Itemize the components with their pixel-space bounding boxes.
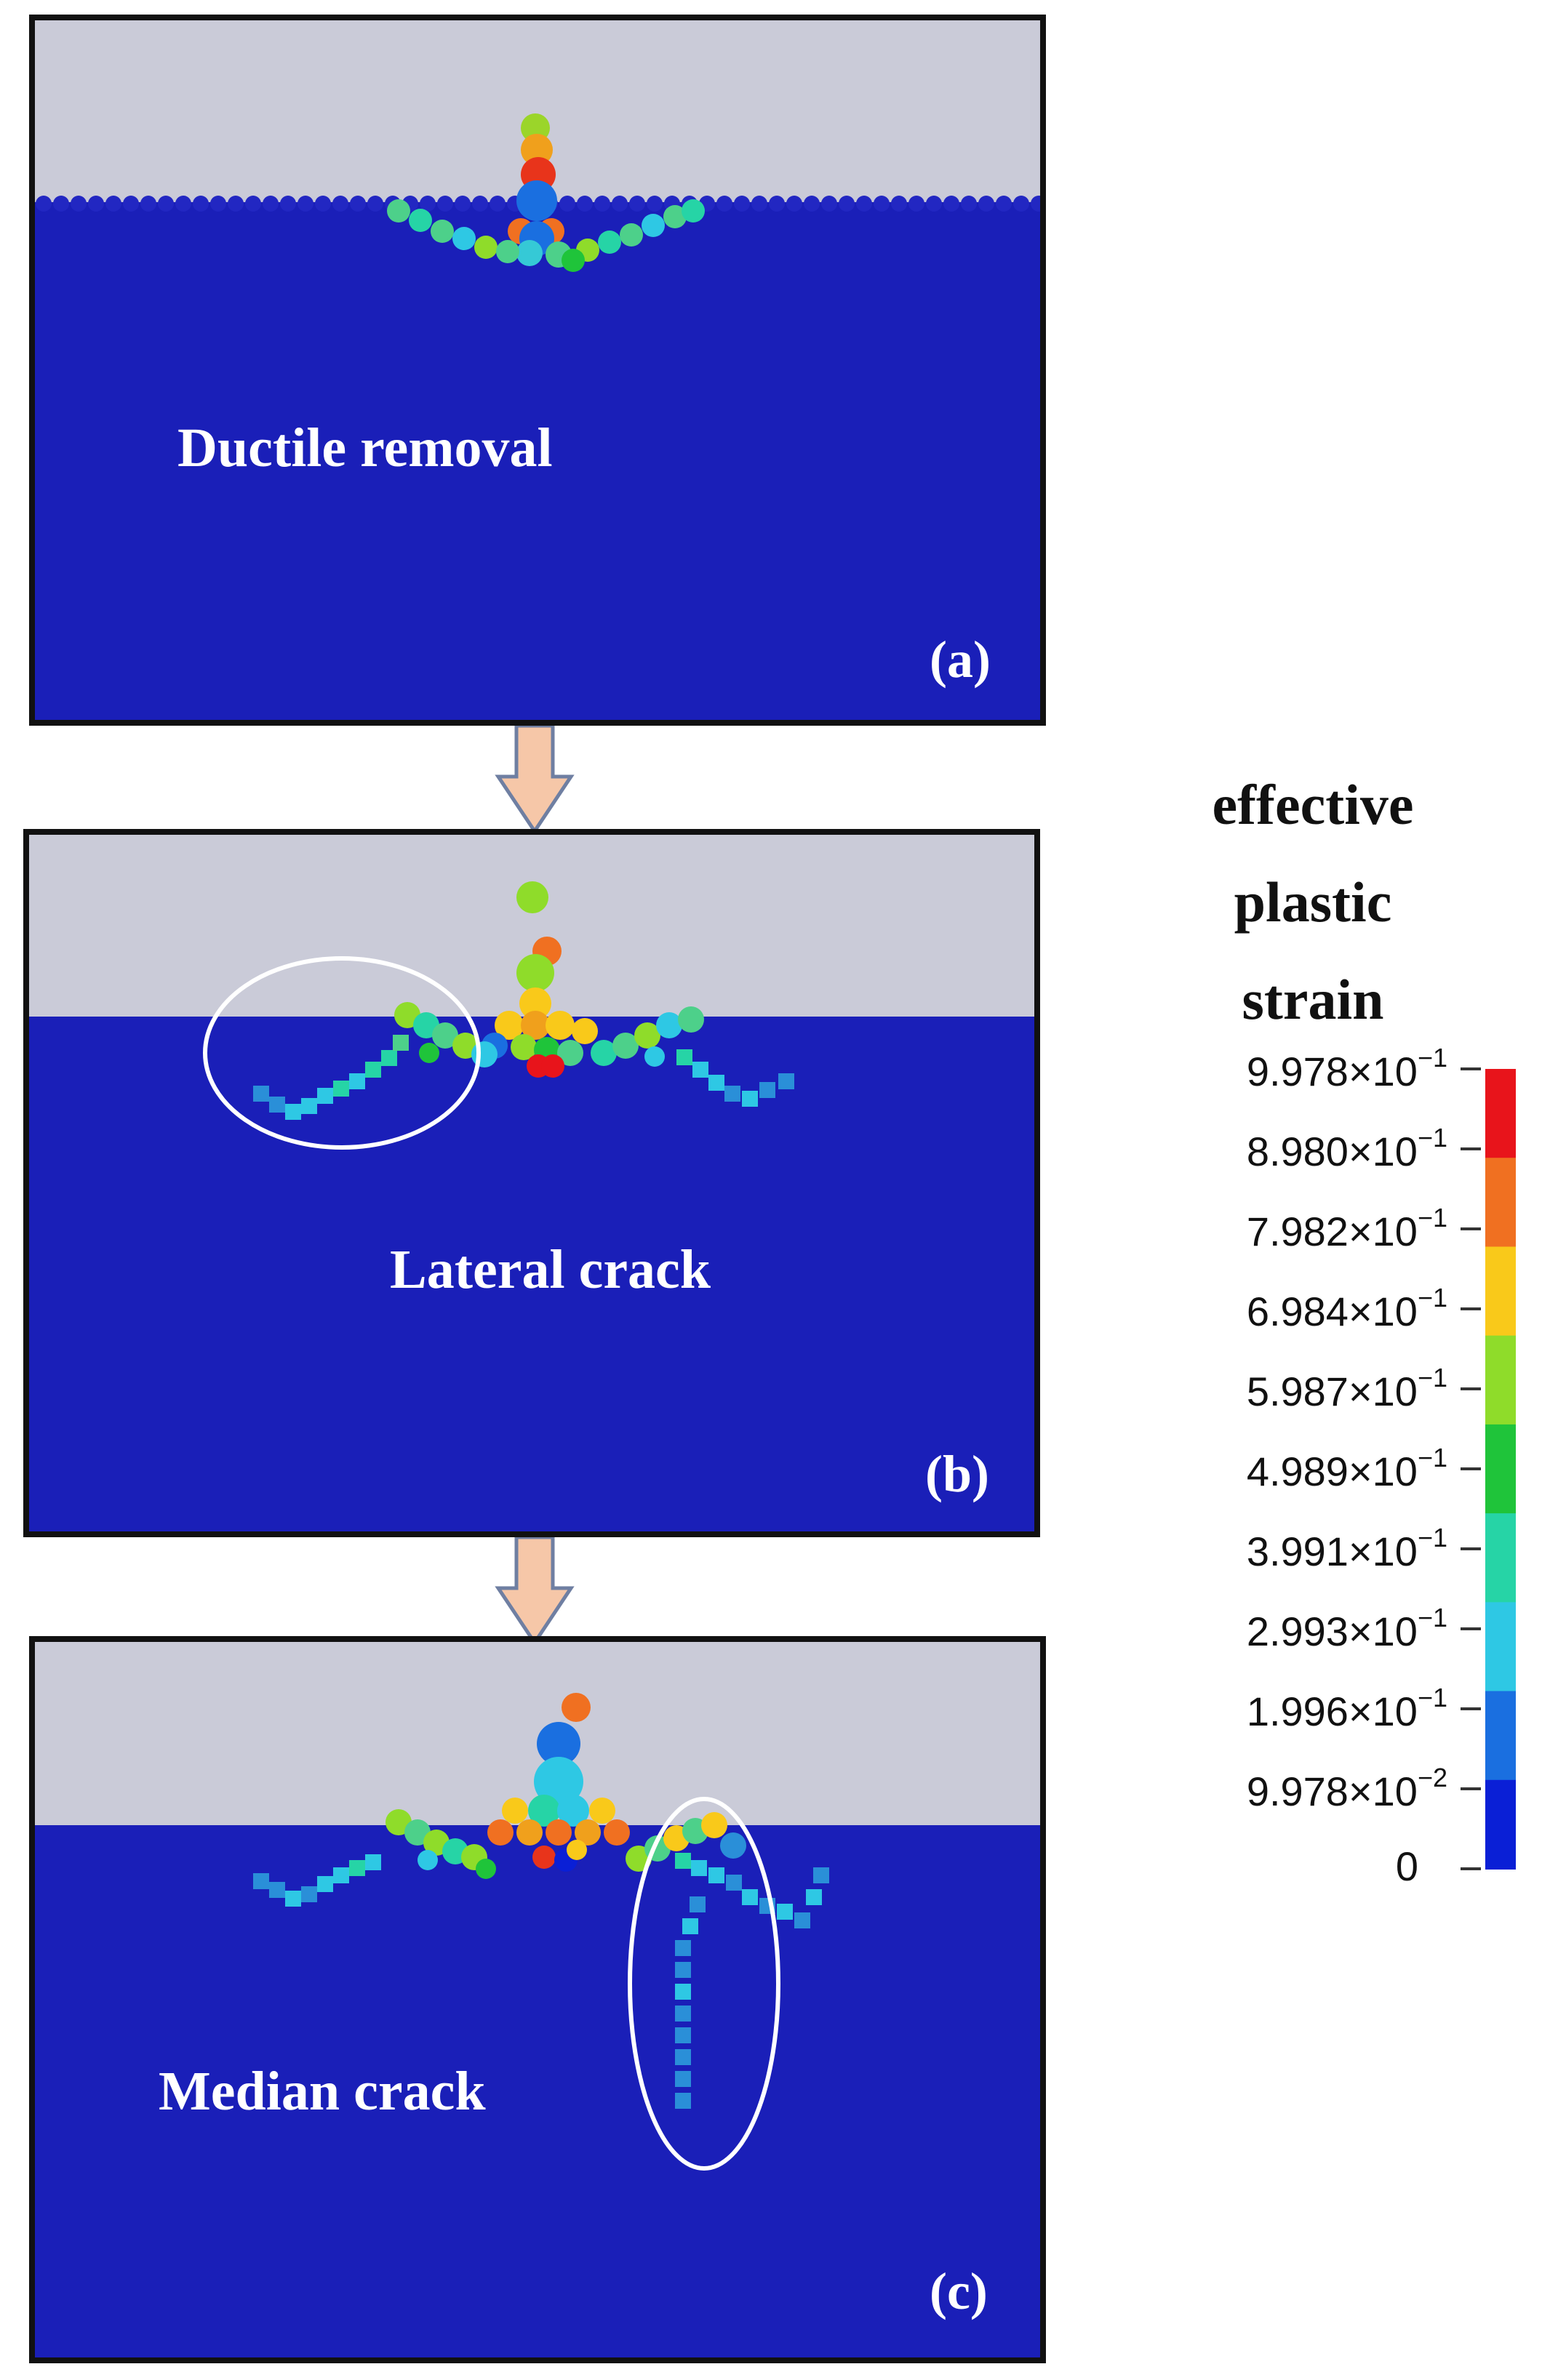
color-scale-segment: [1485, 1779, 1516, 1870]
simulation-b: [29, 835, 1034, 1531]
color-scale-segment: [1485, 1424, 1516, 1515]
color-scale-tick-label: 2.993×10−1: [1246, 1603, 1447, 1654]
simulation-c: [35, 1642, 1040, 2357]
color-scale-tick-label: 3.991×10−1: [1246, 1523, 1447, 1574]
legend-title-line3: strain: [1242, 968, 1384, 1031]
color-scale-segment: [1485, 1069, 1516, 1159]
color-scale-tick-label: 5.987×10−1: [1246, 1363, 1447, 1414]
legend-title-line2: plastic: [1234, 870, 1392, 934]
particle-cluster-a: [387, 113, 705, 272]
color-scale-segment: [1485, 1335, 1516, 1425]
legend-title-line1: effective: [1212, 773, 1414, 836]
lateral-crack-trail: [253, 1035, 794, 1120]
caption-ductile-removal: Ductile removal: [177, 417, 553, 478]
panel-a: Ductile removal (a): [29, 15, 1046, 726]
median-crack-highlight: [628, 1797, 780, 2171]
color-scale-tick-label: 7.982×10−1: [1246, 1203, 1447, 1254]
color-scale-segment: [1485, 1602, 1516, 1692]
lateral-crack-highlight: [203, 956, 481, 1150]
panel-tag-c: (c): [930, 2262, 988, 2320]
color-scale-tick-label: 8.980×10−1: [1246, 1123, 1447, 1174]
color-scale-segment: [1485, 1513, 1516, 1603]
median-crack-trail: [675, 1896, 706, 2109]
color-scale-segment: [1485, 1158, 1516, 1248]
color-scale-bar: [1461, 1067, 1516, 1870]
panel-tag-b: (b): [925, 1445, 989, 1503]
simulation-a: [35, 20, 1040, 720]
panel-tag-a: (a): [930, 630, 991, 689]
color-scale-tick-label: 0: [1395, 1843, 1418, 1889]
arrow-down-icon: [495, 1537, 575, 1646]
crack-trails-c: [253, 1853, 829, 1928]
caption-lateral-crack: Lateral crack: [390, 1239, 711, 1300]
particle-cluster-b: [394, 881, 704, 1078]
caption-median-crack: Median crack: [159, 2061, 486, 2122]
panel-b: Lateral crack (b): [23, 829, 1040, 1537]
arrow-down-icon: [495, 726, 575, 835]
panel-c: Median crack (c): [29, 1636, 1046, 2363]
color-scale-segment: [1485, 1246, 1516, 1337]
particle-cluster-c: [385, 1693, 746, 1879]
color-scale-tick-label: 9.978×10−2: [1246, 1763, 1447, 1814]
color-scale-tick-label: 6.984×10−1: [1246, 1283, 1447, 1334]
color-scale-tick-label: 9.978×10−1: [1246, 1043, 1447, 1094]
color-scale-tick-label: 4.989×10−1: [1246, 1443, 1447, 1494]
color-scale-segment: [1485, 1691, 1516, 1781]
color-scale-tick-label: 1.996×10−1: [1246, 1683, 1447, 1734]
